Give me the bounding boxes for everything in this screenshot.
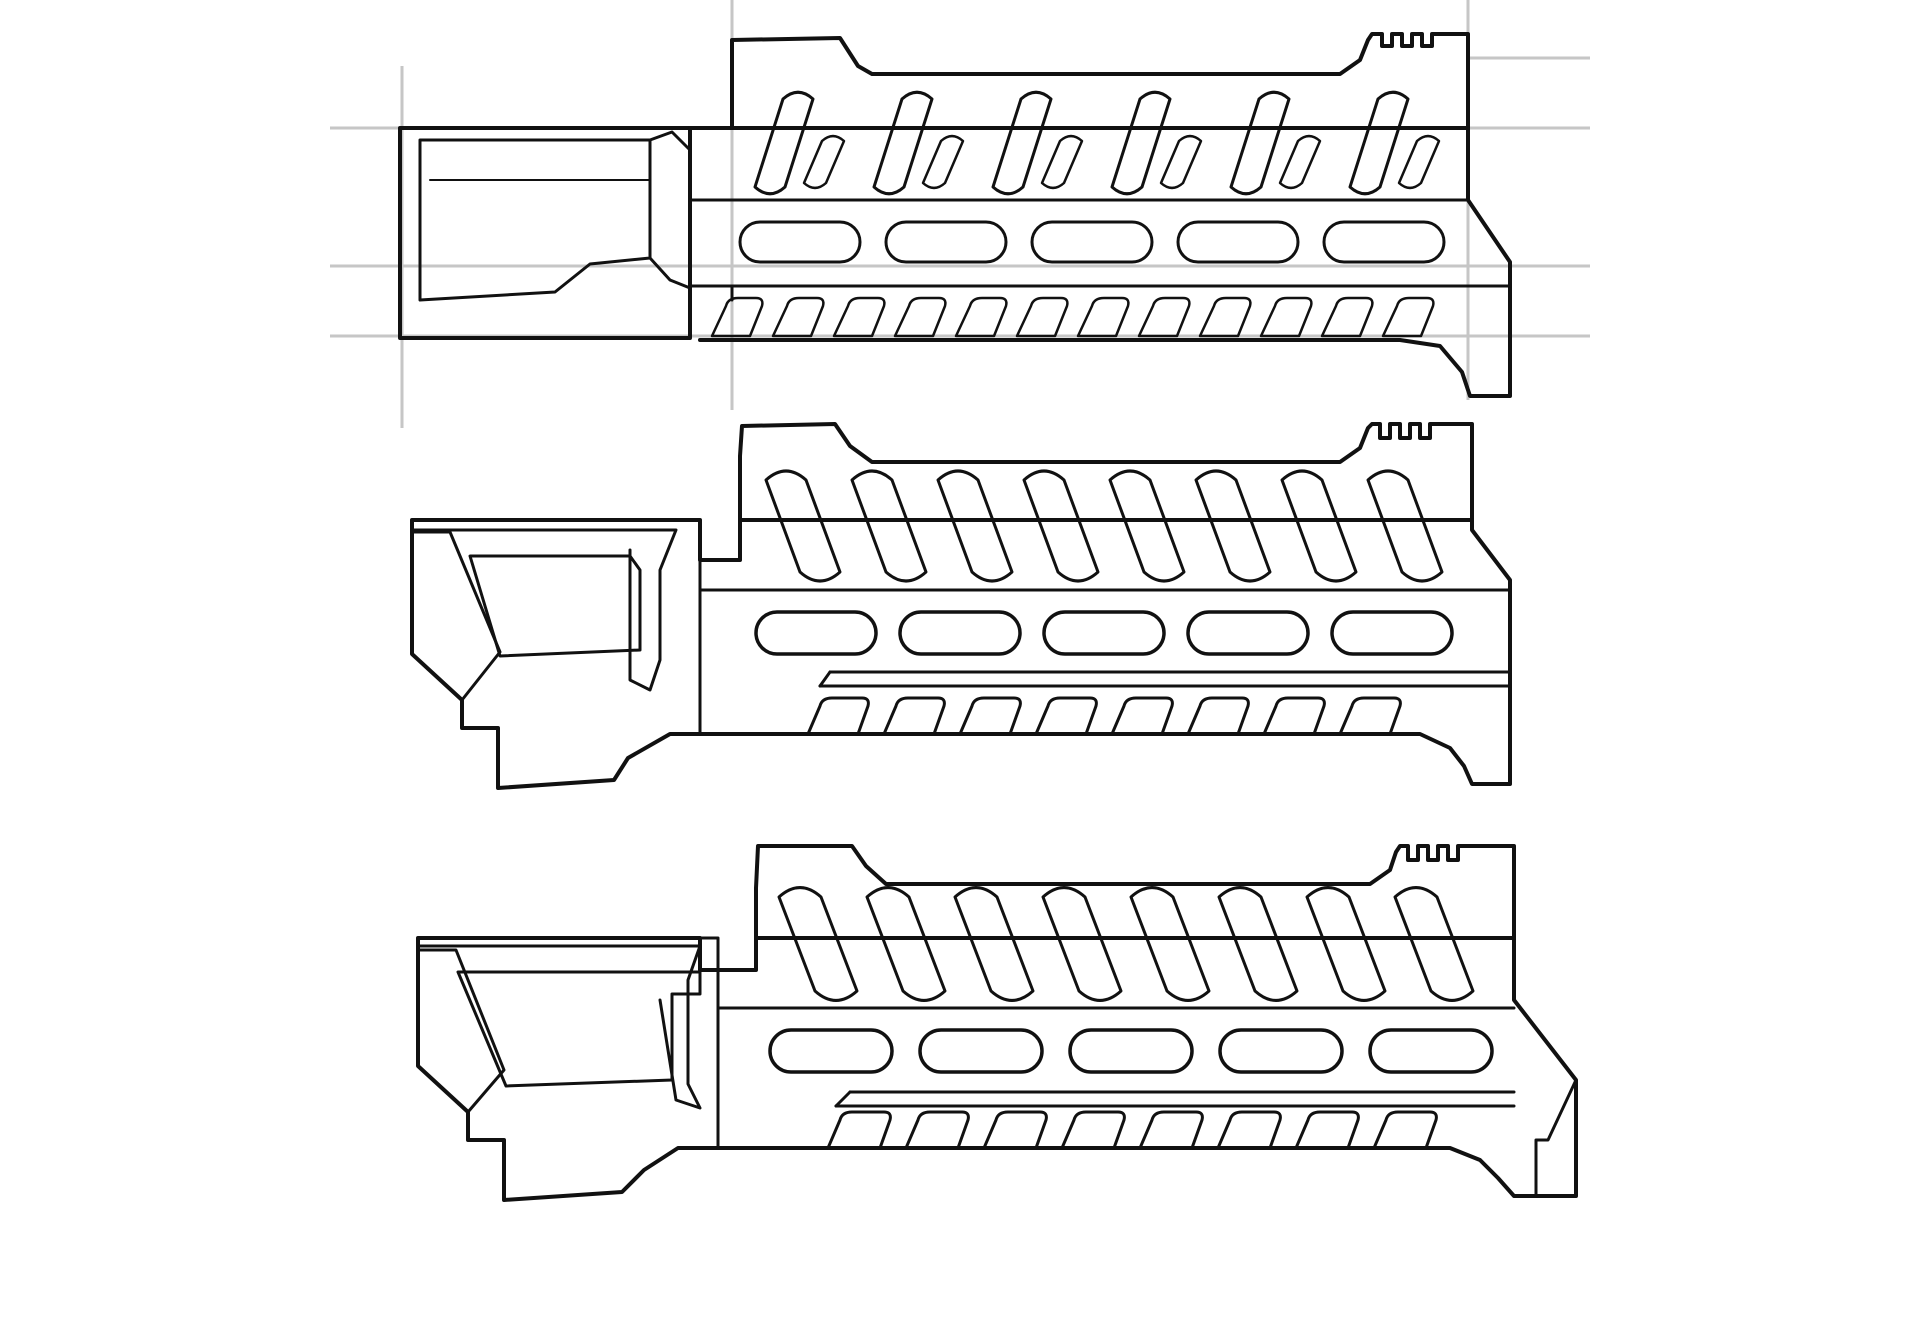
upper-slot-short xyxy=(802,134,846,190)
construction-guides xyxy=(330,0,1590,428)
upper-slot-short xyxy=(1040,134,1084,190)
upper-slot-short xyxy=(1159,134,1203,190)
upper-slot xyxy=(936,469,1014,583)
middle-slot xyxy=(1322,220,1446,264)
lower-slot xyxy=(806,696,870,736)
upper-slot-short xyxy=(1397,134,1441,190)
lower-slot xyxy=(832,296,886,338)
lower-slot xyxy=(893,296,947,338)
lower-slot xyxy=(826,1110,892,1150)
upper-slot-long xyxy=(991,90,1053,196)
lower-slot xyxy=(1338,696,1402,736)
upper-slot-long xyxy=(753,90,815,196)
lower-slot-row-2 xyxy=(806,696,1402,736)
upper-slot xyxy=(1108,469,1186,583)
upper-slot-short xyxy=(1278,134,1322,190)
lower-slot xyxy=(982,1110,1048,1150)
middle-slot xyxy=(898,610,1022,656)
lower-slot xyxy=(1138,1110,1204,1150)
middle-slot xyxy=(1030,220,1154,264)
middle-slot-row-3 xyxy=(768,1028,1494,1074)
handguard-body-2 xyxy=(410,422,1512,790)
upper-slot-long xyxy=(872,90,934,196)
middle-slot xyxy=(1186,610,1310,656)
middle-slot xyxy=(918,1028,1044,1074)
lower-slot xyxy=(1294,1110,1360,1150)
handguard-body-1 xyxy=(398,32,1512,398)
middle-slot xyxy=(768,1028,894,1074)
upper-slot xyxy=(1366,469,1444,583)
lower-slot xyxy=(1034,696,1098,736)
upper-slot-row-1 xyxy=(753,90,1441,196)
lower-slot xyxy=(1137,296,1191,338)
middle-slot xyxy=(1330,610,1454,656)
upper-slot-long xyxy=(1229,90,1291,196)
upper-slot xyxy=(865,886,947,1002)
lower-slot xyxy=(1262,696,1326,736)
middle-slot-row-1 xyxy=(738,220,1446,264)
lower-slot xyxy=(1259,296,1313,338)
middle-slot xyxy=(1042,610,1166,656)
lower-slot xyxy=(1381,296,1435,338)
lower-slot xyxy=(1110,696,1174,736)
lower-slot xyxy=(1186,696,1250,736)
middle-slot xyxy=(738,220,862,264)
lower-slot xyxy=(1216,1110,1282,1150)
upper-slot xyxy=(777,886,859,1002)
upper-slot xyxy=(1280,469,1358,583)
lower-slot xyxy=(1372,1110,1438,1150)
upper-slot xyxy=(1217,886,1299,1002)
lower-slot xyxy=(958,696,1022,736)
upper-slot xyxy=(764,469,842,583)
upper-slot xyxy=(1305,886,1387,1002)
middle-slot xyxy=(754,610,878,656)
lower-slot xyxy=(1320,296,1374,338)
upper-slot-long xyxy=(1348,90,1410,196)
upper-slot xyxy=(1041,886,1123,1002)
lower-slot xyxy=(904,1110,970,1150)
upper-slot xyxy=(953,886,1035,1002)
middle-slot xyxy=(1368,1028,1494,1074)
upper-slot-row-2 xyxy=(764,469,1444,583)
lower-slot xyxy=(771,296,825,338)
middle-slot xyxy=(1218,1028,1344,1074)
upper-slot-short xyxy=(921,134,965,190)
upper-slot-long xyxy=(1110,90,1172,196)
lower-slot-row-1 xyxy=(710,296,1435,338)
upper-slot-row-3 xyxy=(777,886,1475,1002)
handguard-sketch-2 xyxy=(410,422,1512,790)
handguard-sketch-1 xyxy=(330,0,1590,428)
upper-slot xyxy=(1022,469,1100,583)
lower-slot xyxy=(710,296,764,338)
middle-slot-row-2 xyxy=(754,610,1454,656)
lower-slot xyxy=(1015,296,1069,338)
lower-slot xyxy=(954,296,1008,338)
upper-slot xyxy=(1129,886,1211,1002)
lower-slot xyxy=(1198,296,1252,338)
upper-slot xyxy=(850,469,928,583)
lower-slot xyxy=(882,696,946,736)
lower-slot xyxy=(1076,296,1130,338)
middle-slot xyxy=(1068,1028,1194,1074)
lower-slot xyxy=(1060,1110,1126,1150)
lower-slot-row-3 xyxy=(826,1110,1438,1150)
upper-slot xyxy=(1393,886,1475,1002)
middle-slot xyxy=(1176,220,1300,264)
middle-slot xyxy=(884,220,1008,264)
handguard-sketch-3 xyxy=(416,844,1578,1202)
upper-slot xyxy=(1194,469,1272,583)
